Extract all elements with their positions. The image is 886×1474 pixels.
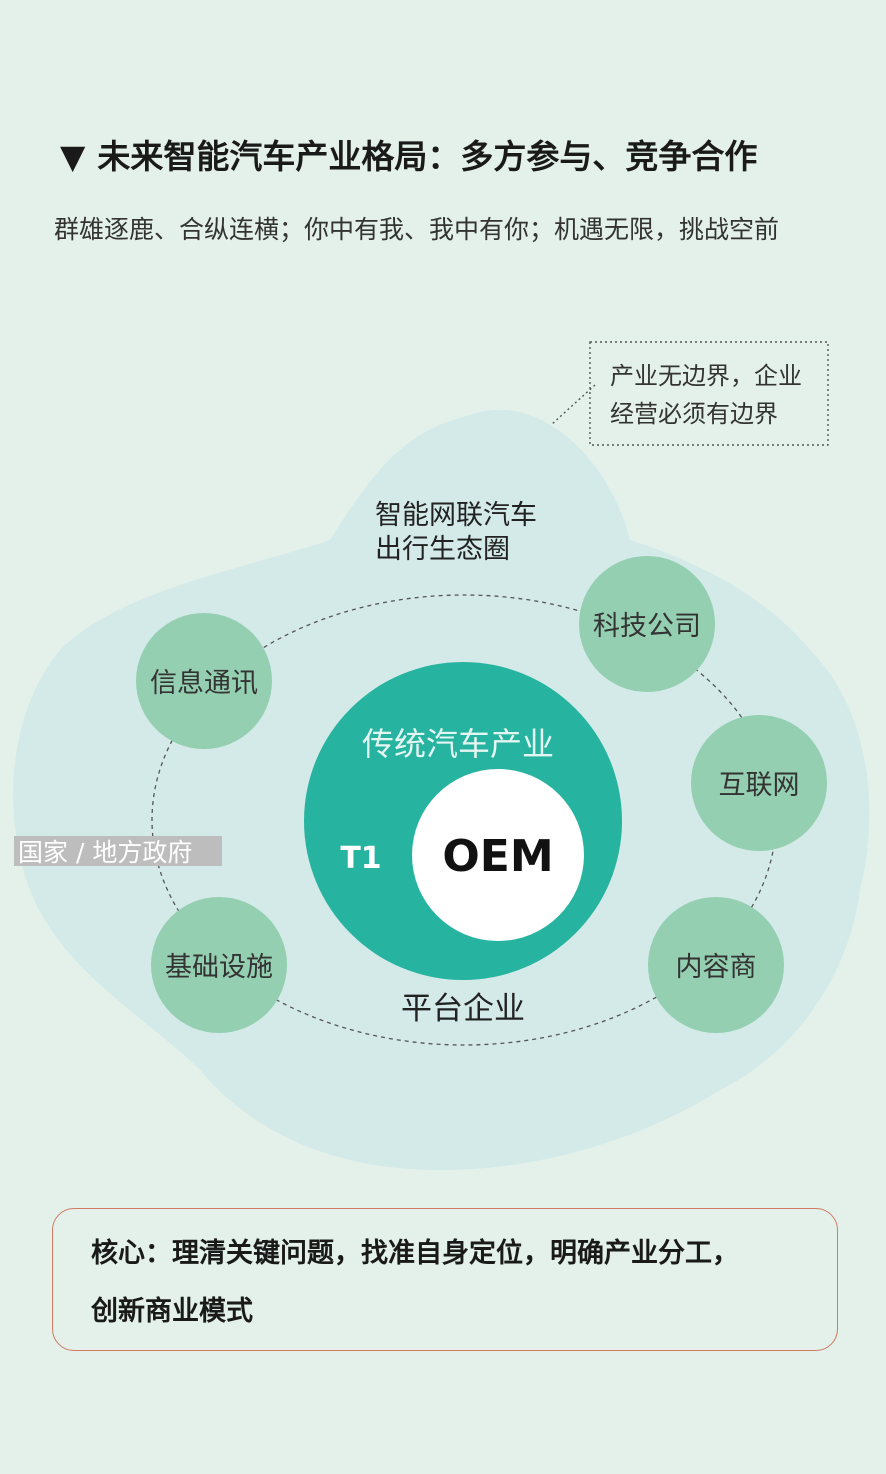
core-box: 核心：理清关键问题，找准自身定位，明确产业分工， 创新商业模式 bbox=[52, 1208, 838, 1351]
page-subtitle: 群雄逐鹿、合纵连横；你中有我、我中有你；机遇无限，挑战空前 bbox=[54, 215, 780, 244]
callout-box bbox=[589, 341, 829, 446]
callout-line-2: 经营必须有边界 bbox=[610, 400, 778, 428]
partner-infrastructure: 基础设施 bbox=[151, 897, 287, 1033]
partner-circle bbox=[579, 556, 715, 692]
platform-label: 平台企业 bbox=[401, 991, 525, 1027]
partner-internet: 互联网 bbox=[691, 715, 827, 851]
ecosystem-label-line-1: 智能网联汽车 bbox=[375, 500, 537, 531]
callout: 产业无边界，企业 经营必须有边界 bbox=[550, 341, 829, 446]
core-line-1: 核心：理清关键问题，找准自身定位，明确产业分工， bbox=[91, 1238, 739, 1269]
t1-label: T1 bbox=[340, 841, 381, 876]
callout-pointer bbox=[550, 384, 596, 426]
partner-label: 基础设施 bbox=[165, 952, 273, 983]
traditional-industry-label: 传统汽车产业 bbox=[362, 725, 554, 763]
partner-circle bbox=[151, 897, 287, 1033]
partner-label: 内容商 bbox=[676, 952, 757, 983]
partner-label: 信息通讯 bbox=[150, 668, 258, 699]
partner-circle bbox=[691, 715, 827, 851]
title-text: 未来智能汽车产业格局：多方参与、竞争合作 bbox=[97, 137, 758, 176]
partner-label: 互联网 bbox=[719, 770, 800, 801]
partner-circle bbox=[648, 897, 784, 1033]
core-line-2: 创新商业模式 bbox=[91, 1296, 253, 1327]
partner-label: 科技公司 bbox=[593, 611, 701, 642]
partner-content: 内容商 bbox=[648, 897, 784, 1033]
ecosystem-label-line-2: 出行生态圈 bbox=[375, 534, 510, 565]
triangle-marker-icon: ▼ bbox=[60, 137, 86, 176]
oem-label: OEM bbox=[442, 831, 553, 882]
ecosystem-diagram: 产业无边界，企业 经营必须有边界 智能网联汽车 出行生态圈 国家 / 地方政府 … bbox=[13, 341, 870, 1170]
partner-telecom: 信息通讯 bbox=[136, 613, 272, 749]
partner-tech: 科技公司 bbox=[579, 556, 715, 692]
page-title: ▼ 未来智能汽车产业格局：多方参与、竞争合作 bbox=[60, 130, 757, 178]
government-label: 国家 / 地方政府 bbox=[18, 838, 192, 867]
government-label-bg bbox=[14, 836, 222, 866]
oem-circle bbox=[412, 769, 584, 941]
callout-line-1: 产业无边界，企业 bbox=[610, 362, 802, 390]
partner-circle bbox=[136, 613, 272, 749]
